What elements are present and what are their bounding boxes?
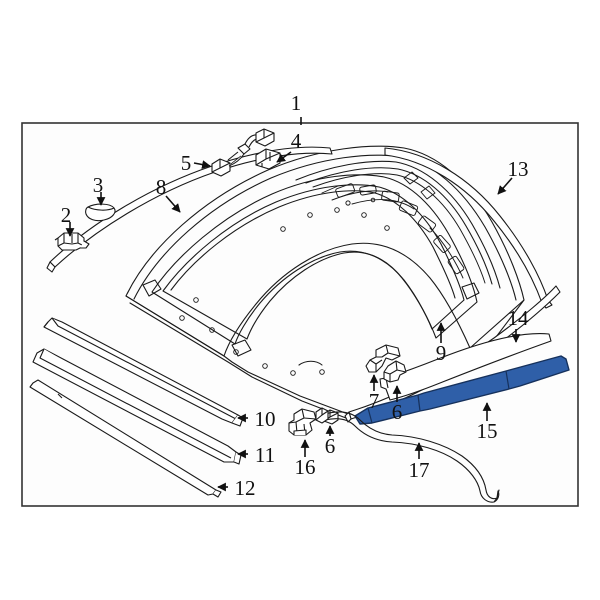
callout-label-7: 7 — [369, 389, 380, 413]
part-3-plug-cap — [85, 203, 116, 222]
part-12-guide-rail-lower — [29, 379, 222, 498]
callout-label-3: 3 — [93, 173, 104, 197]
callout-label-5: 5 — [181, 151, 192, 175]
leader-5 — [193, 160, 211, 169]
roof-panel-assembly-frame — [21, 122, 579, 507]
leader-4 — [276, 151, 292, 163]
part-17-sunroof-drain-hose — [315, 407, 500, 503]
callout-label-6: 6 — [392, 400, 403, 424]
callout-label-1: 1 — [291, 91, 302, 115]
part-5-wire-harness-connector — [211, 128, 275, 177]
callout-label-13: 13 — [508, 157, 529, 181]
callout-label-8: 8 — [156, 175, 167, 199]
callout-label-10: 10 — [255, 407, 276, 431]
callout-label-11: 11 — [255, 443, 275, 467]
part-16-drain-hose-grommet — [288, 408, 317, 436]
leader-8 — [165, 195, 181, 213]
part-2-retainer-clip — [54, 232, 90, 251]
part-7-bracket — [365, 344, 401, 373]
callout-label-9: 9 — [436, 341, 447, 365]
part-8-front-roof-molding — [46, 146, 333, 273]
callout-labels: 1 2 3 4 5 6 6 7 8 9 10 11 12 13 14 15 16… — [61, 91, 529, 500]
callout-label-12: 12 — [235, 476, 256, 500]
part-15-rear-roof-molding-highlighted — [354, 355, 570, 425]
leader-13 — [497, 177, 513, 195]
part-11-guide-rail-middle — [32, 348, 242, 465]
callout-label-2: 2 — [61, 203, 72, 227]
callout-label-17: 17 — [409, 458, 430, 482]
callout-label-16: 16 — [295, 455, 316, 479]
part-6-clip-center — [383, 360, 407, 383]
callout-label-4: 4 — [291, 129, 302, 153]
callout-leader-lines — [65, 117, 521, 492]
callout-label-15: 15 — [477, 419, 498, 443]
callout-label-14: 14 — [508, 306, 530, 330]
callout-label-6b: 6 — [325, 434, 336, 458]
part-4-connector-clip — [255, 148, 281, 170]
